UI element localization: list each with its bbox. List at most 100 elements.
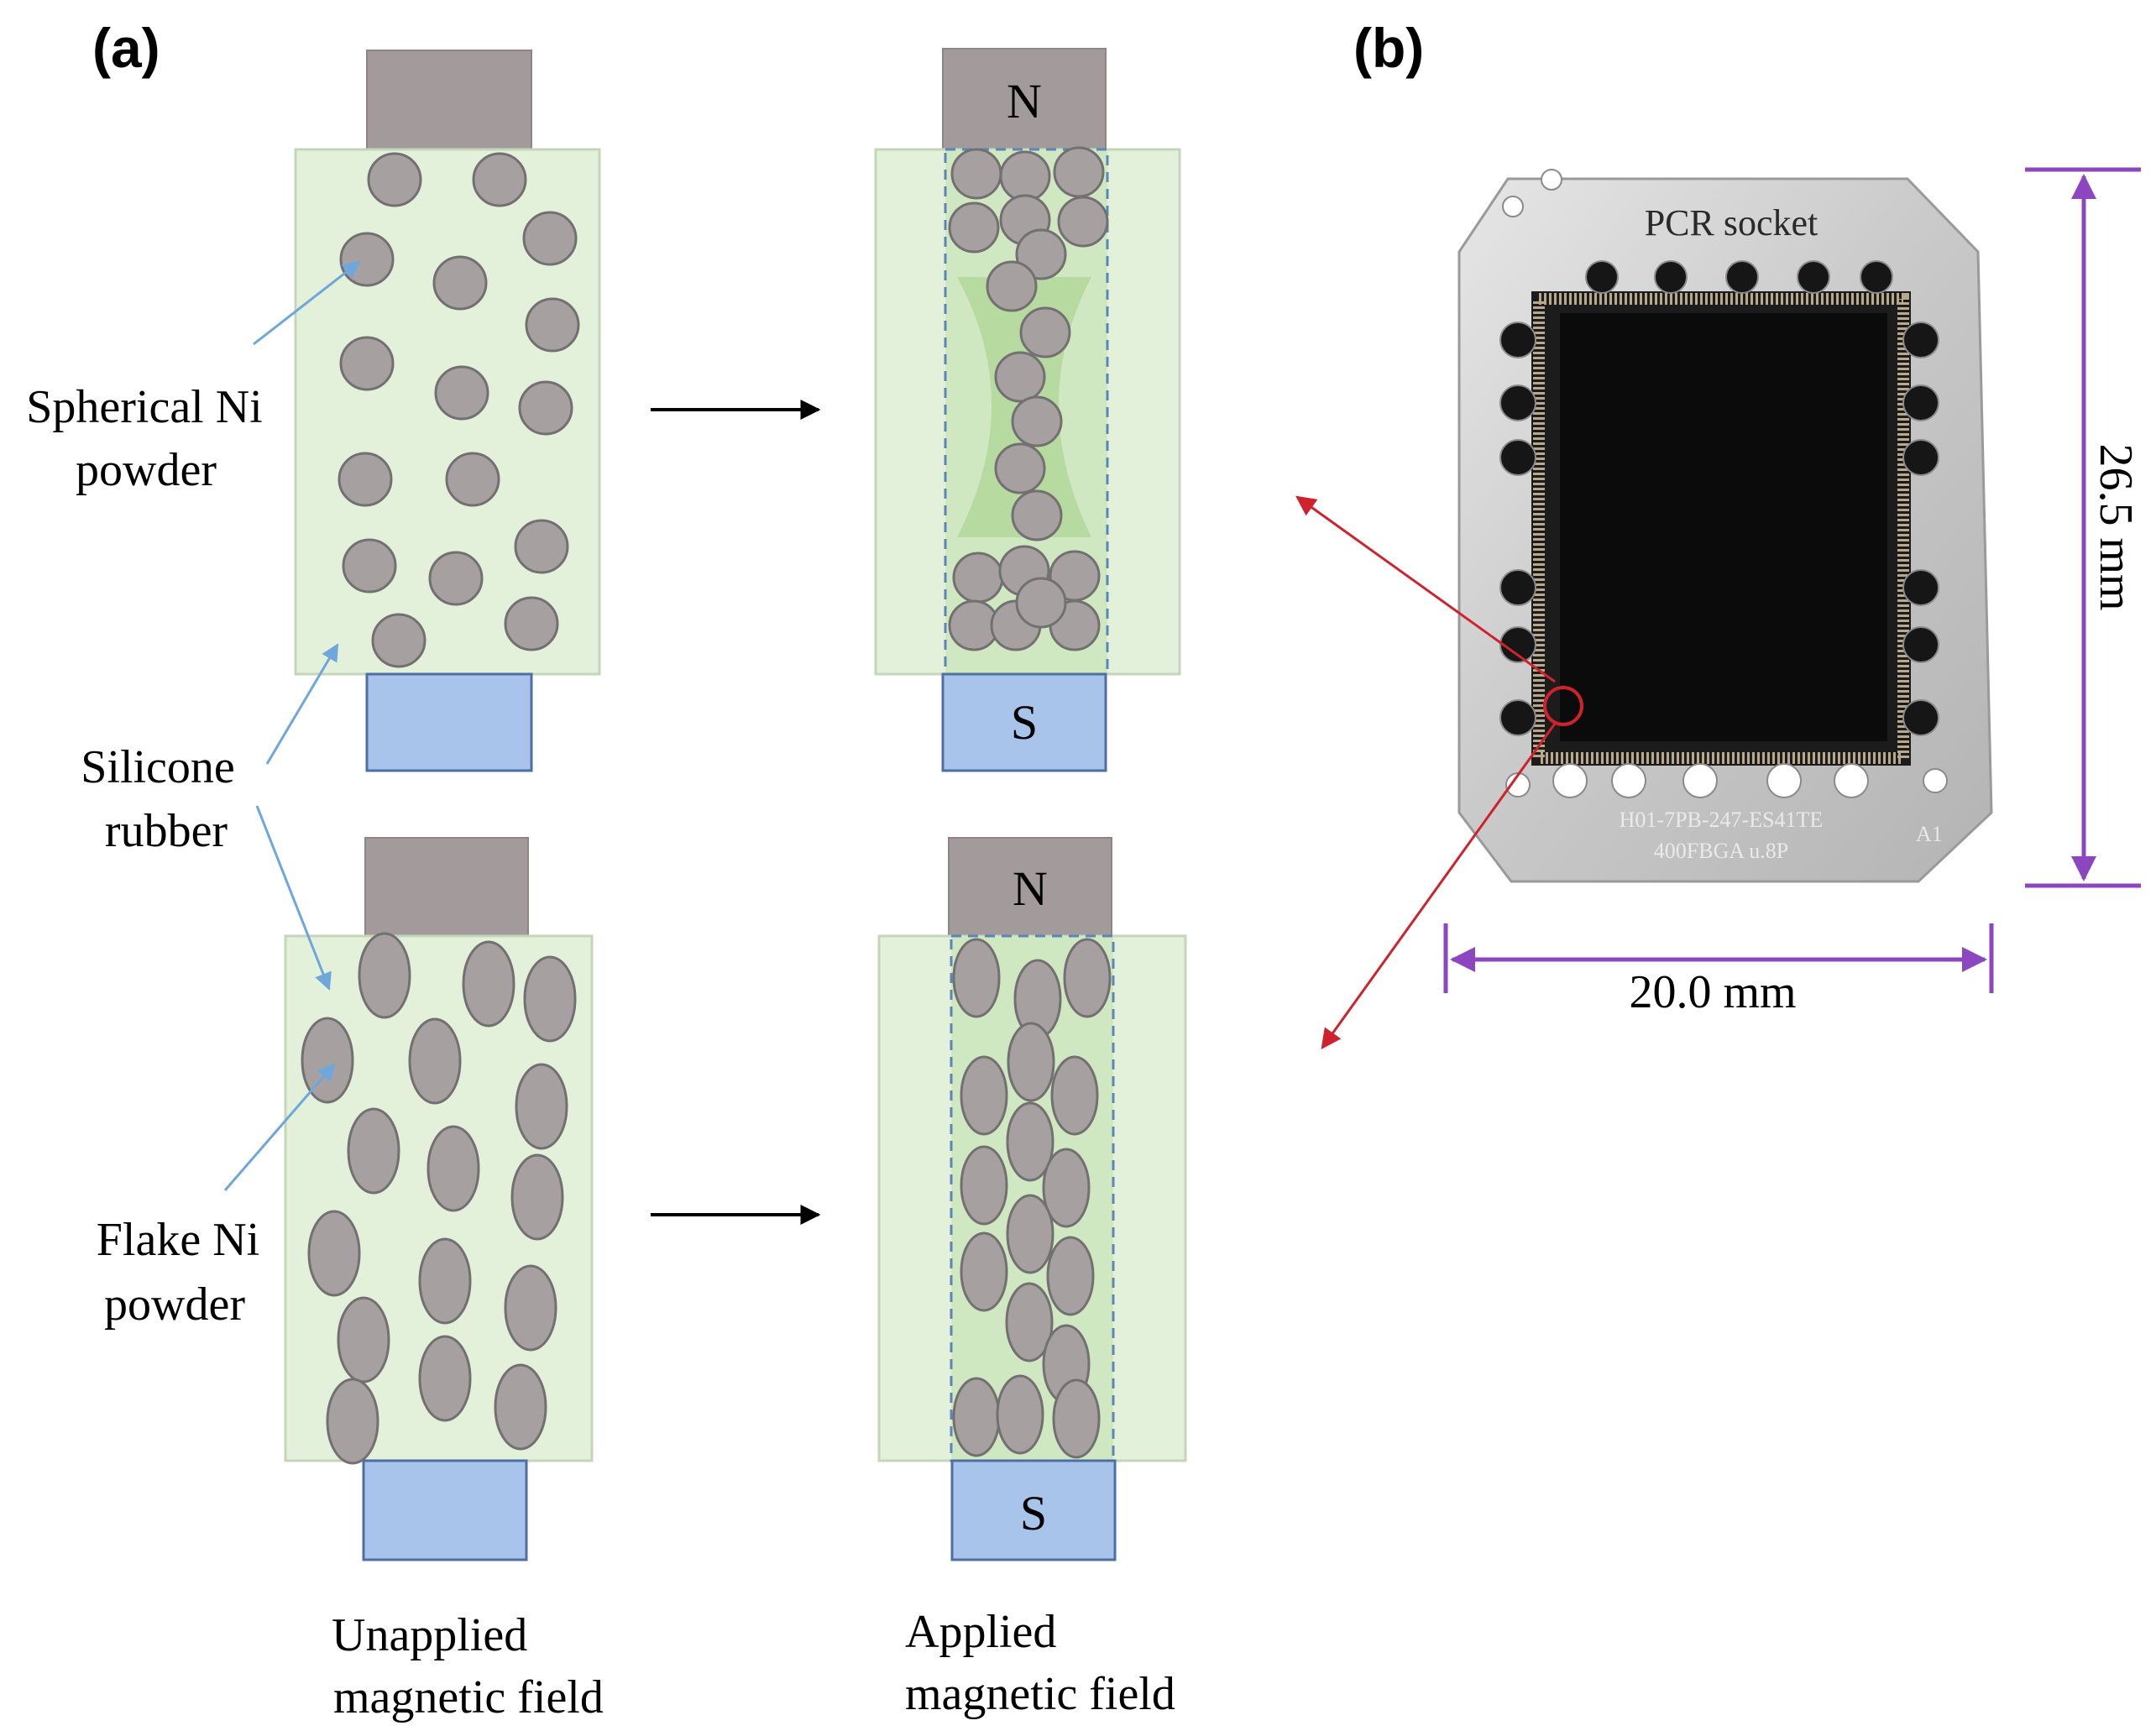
spherical-ni-particle bbox=[472, 152, 527, 207]
spherical-ni-particle bbox=[999, 150, 1051, 202]
pcr-socket-photo: PCR socket H01-7PB-247-ES41TE 400FBGA u.… bbox=[1457, 169, 1993, 883]
spherical-particles-random bbox=[338, 152, 580, 668]
spherical-ni-particle bbox=[950, 148, 1002, 200]
caption-applied-line2: magnetic field bbox=[905, 1668, 1175, 1720]
north-pole-label: N bbox=[1013, 861, 1048, 916]
spherical-ni-particle bbox=[1053, 146, 1105, 198]
socket-hole bbox=[1499, 439, 1536, 476]
silicone-leader-lower bbox=[255, 805, 332, 991]
south-pole-label: S bbox=[1011, 695, 1038, 750]
socket-hole bbox=[1834, 763, 1869, 798]
spherical-ni-particle bbox=[445, 452, 500, 507]
caption-applied-line1: Applied bbox=[905, 1606, 1056, 1658]
north-magnet bbox=[366, 50, 532, 152]
socket-hole bbox=[1902, 626, 1939, 663]
north-magnet bbox=[364, 837, 529, 938]
north-magnet bbox=[942, 48, 1107, 150]
flake-ni-particle bbox=[1063, 938, 1112, 1018]
spherical-ni-particle bbox=[434, 365, 489, 421]
socket-marking-line1: H01-7PB-247-ES41TE bbox=[1620, 808, 1824, 832]
flake-ni-particle bbox=[494, 1363, 547, 1451]
flake-ni-particle bbox=[418, 1237, 472, 1325]
flake-ni-particle bbox=[523, 955, 577, 1043]
spherical-ni-particle bbox=[986, 260, 1038, 312]
spherical-ni-particle bbox=[1011, 489, 1063, 541]
socket-hole bbox=[1766, 763, 1802, 798]
spherical-unapplied-cell bbox=[294, 50, 601, 772]
pointer-line-upper bbox=[1295, 495, 1556, 683]
width-dimension: 20.0 mm bbox=[1443, 923, 1994, 1018]
socket-hole bbox=[1654, 260, 1688, 294]
flake-ni-particle bbox=[358, 932, 411, 1019]
socket-hole bbox=[1502, 196, 1524, 217]
flake-ni-particle bbox=[301, 1017, 354, 1104]
flake-ni-particle bbox=[1007, 1022, 1055, 1102]
flake-leader-line bbox=[223, 1063, 336, 1191]
flake-ni-particle bbox=[504, 1264, 557, 1352]
flake-ni-particle bbox=[1052, 1378, 1101, 1459]
socket-hole bbox=[1552, 763, 1588, 798]
spherical-ni-particle bbox=[948, 201, 1000, 254]
flake-unapplied-cell bbox=[284, 837, 594, 1561]
spherical-ni-particle bbox=[339, 232, 395, 287]
spherical-ni-particle bbox=[338, 452, 393, 507]
socket-title: PCR socket bbox=[1645, 202, 1818, 243]
width-label: 20.0 mm bbox=[1629, 966, 1796, 1018]
spherical-ni-particle bbox=[1057, 196, 1109, 248]
spherical-ni-particle bbox=[994, 351, 1046, 403]
flake-ni-particle bbox=[307, 1210, 361, 1297]
spherical-ni-particle bbox=[1015, 577, 1067, 629]
socket-hole bbox=[1499, 699, 1536, 736]
south-magnet bbox=[365, 672, 533, 772]
socket-hole bbox=[1902, 439, 1939, 476]
north-magnet bbox=[948, 837, 1112, 938]
flake-ni-particle bbox=[515, 1063, 568, 1150]
spherical-ni-particle bbox=[1015, 228, 1067, 280]
flake-ni-particle bbox=[326, 1378, 379, 1465]
spherical-ni-particle bbox=[342, 538, 397, 594]
socket-hole bbox=[1541, 169, 1562, 191]
caption-unapplied-line2: magnetic field bbox=[333, 1671, 604, 1723]
flake-ni-particle bbox=[426, 1125, 480, 1212]
flake-ni-particle bbox=[960, 1055, 1008, 1136]
flake-particles-random bbox=[301, 932, 577, 1465]
socket-die bbox=[1560, 313, 1887, 741]
flake-ni-particle bbox=[462, 940, 515, 1028]
flake-ni-particle bbox=[1046, 1236, 1095, 1316]
socket-hole bbox=[1860, 260, 1893, 294]
flake-ni-particle bbox=[960, 1145, 1008, 1226]
spherical-ni-particle bbox=[1019, 306, 1071, 358]
socket-hole bbox=[1499, 322, 1536, 358]
south-magnet bbox=[362, 1459, 528, 1561]
spherical-ni-particle bbox=[522, 211, 578, 266]
socket-hole bbox=[1585, 260, 1619, 294]
south-magnet bbox=[950, 1459, 1117, 1561]
panel-b-label: (b) bbox=[1353, 17, 1424, 79]
spherical-ni-particle bbox=[504, 596, 559, 651]
height-label: 26.5 mm bbox=[2090, 443, 2142, 610]
zoom-highlight-circle bbox=[1543, 686, 1583, 726]
caption-unapplied-line1: Unapplied bbox=[332, 1609, 527, 1661]
spherical-ni-particle bbox=[518, 380, 573, 436]
south-pole-label: S bbox=[1020, 1486, 1047, 1540]
socket-hole bbox=[1611, 763, 1646, 798]
socket-hole bbox=[1725, 260, 1759, 294]
spherical-ni-particle bbox=[994, 442, 1046, 494]
spherical-particles-chain bbox=[948, 146, 1109, 651]
socket-a1-mark: A1 bbox=[1916, 822, 1943, 846]
spherical-ni-particle bbox=[525, 297, 580, 353]
spherical-ni-label-line2: powder bbox=[76, 444, 217, 496]
silicone-rubber-label-line1: Silicone bbox=[81, 741, 235, 793]
flake-ni-particle bbox=[510, 1153, 564, 1241]
panel-a-label: (a) bbox=[92, 17, 160, 79]
flake-ni-particle bbox=[337, 1296, 390, 1383]
flake-ni-particle bbox=[952, 938, 1001, 1018]
flake-particles-chain bbox=[952, 938, 1112, 1459]
flake-ni-label-line1: Flake Ni bbox=[97, 1214, 259, 1266]
spherical-applied-cell: N S bbox=[874, 48, 1181, 772]
spherical-ni-particle bbox=[1011, 395, 1063, 447]
socket-hole bbox=[1902, 569, 1939, 606]
socket-hole bbox=[1923, 768, 1948, 793]
socket-hole bbox=[1499, 384, 1536, 421]
